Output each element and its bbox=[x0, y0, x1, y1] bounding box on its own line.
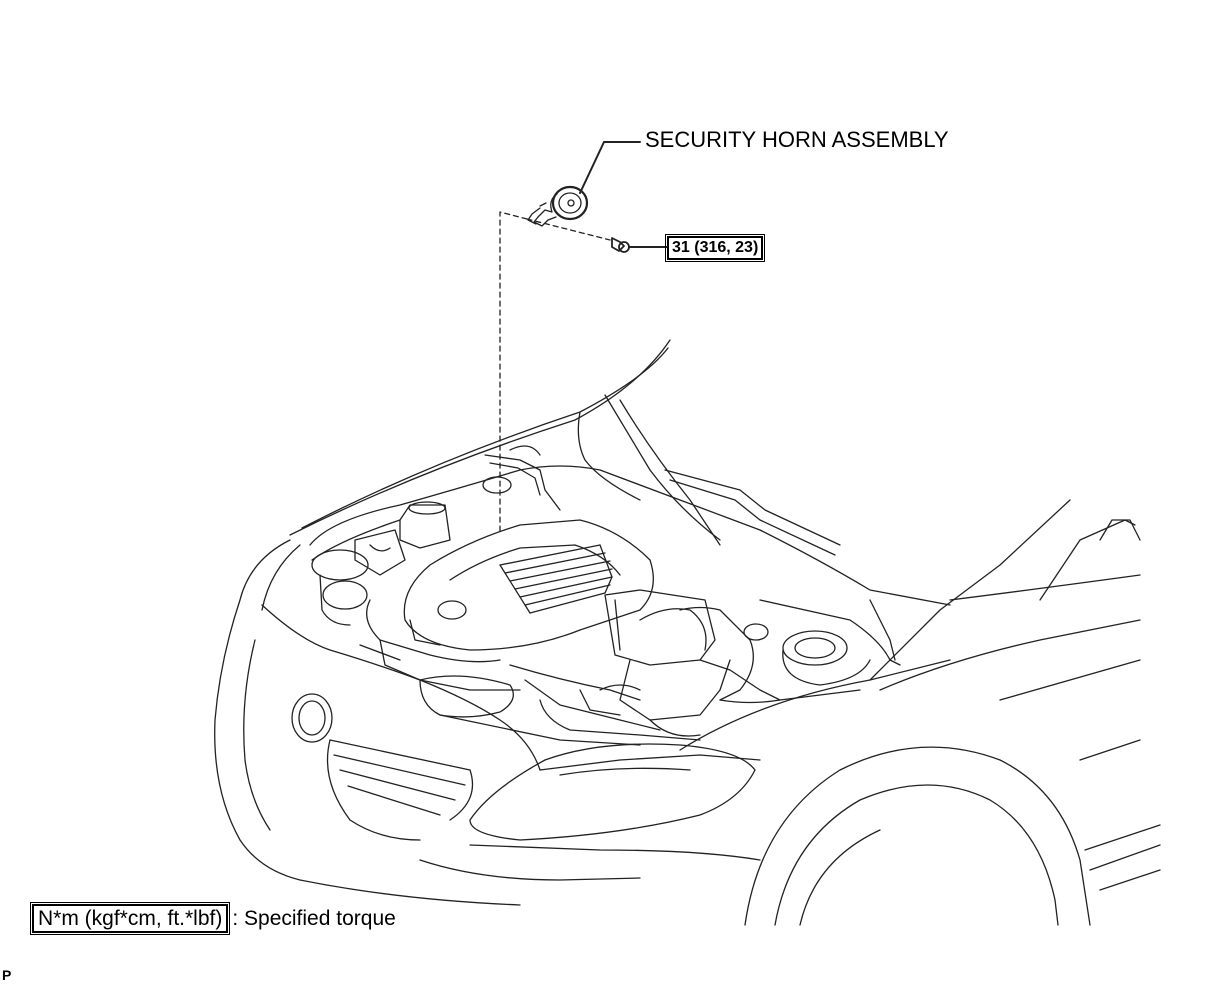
reference-dashed-line bbox=[500, 212, 527, 532]
torque-legend-description: : Specified torque bbox=[232, 906, 396, 930]
bolt-icon bbox=[612, 238, 629, 252]
vehicle-outline bbox=[215, 340, 1160, 925]
horn-leader-line bbox=[580, 142, 640, 193]
horn-assembly-label: SECURITY HORN ASSEMBLY bbox=[645, 127, 949, 152]
torque-value-box: 31 (316, 23) bbox=[664, 234, 766, 262]
torque-unit-box: N*m (kgf*cm, ft.*lbf) bbox=[29, 902, 231, 935]
page-code: P bbox=[2, 967, 12, 983]
engine-bay bbox=[310, 446, 950, 745]
security-horn-icon bbox=[528, 187, 587, 226]
torque-legend: N*m (kgf*cm, ft.*lbf) : Specified torque bbox=[29, 902, 396, 935]
